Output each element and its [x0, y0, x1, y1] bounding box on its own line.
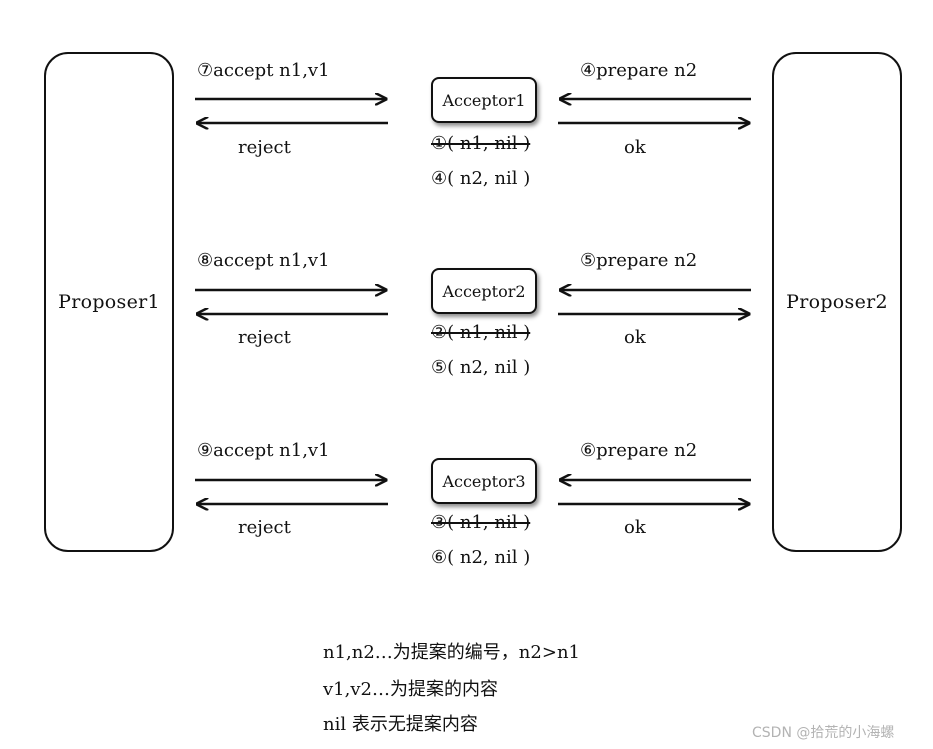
proposer1-box: Proposer1: [44, 52, 174, 552]
acceptor2-box: Acceptor2: [431, 268, 537, 314]
old-state-1: ①( n1, nil ): [431, 133, 531, 154]
note-line-1: n1,n2…为提案的编号，n2>n1: [323, 642, 580, 663]
acceptor1-box: Acceptor1: [431, 77, 537, 123]
accept-label-3: ⑨accept n1,v1: [197, 440, 330, 461]
old-state-3: ③( n1, nil ): [431, 512, 531, 533]
prepare-label-3: ⑥prepare n2: [580, 440, 698, 461]
prepare-label-1: ④prepare n2: [580, 60, 698, 81]
reject-label-3: reject: [238, 517, 291, 538]
accept-label-1: ⑦accept n1,v1: [197, 60, 330, 81]
new-state-1: ④( n2, nil ): [431, 168, 531, 189]
acceptor3-box: Acceptor3: [431, 458, 537, 504]
reject-label-1: reject: [238, 137, 291, 158]
old-state-2: ②( n1, nil ): [431, 322, 531, 343]
note-line-3: nil 表示无提案内容: [323, 714, 478, 735]
proposer2-label: Proposer2: [786, 291, 888, 313]
ok-label-3: ok: [624, 517, 646, 538]
proposer1-label: Proposer1: [58, 291, 160, 313]
acceptor2-label: Acceptor2: [442, 281, 526, 301]
ok-label-1: ok: [624, 137, 646, 158]
proposer2-box: Proposer2: [772, 52, 902, 552]
new-state-2: ⑤( n2, nil ): [431, 357, 531, 378]
watermark: CSDN @拾荒的小海螺: [752, 725, 895, 741]
ok-label-2: ok: [624, 327, 646, 348]
new-state-3: ⑥( n2, nil ): [431, 547, 531, 568]
accept-label-2: ⑧accept n1,v1: [197, 250, 330, 271]
acceptor1-label: Acceptor1: [442, 90, 526, 110]
acceptor3-label: Acceptor3: [442, 471, 526, 491]
prepare-label-2: ⑤prepare n2: [580, 250, 698, 271]
note-line-2: v1,v2…为提案的内容: [323, 679, 498, 700]
reject-label-2: reject: [238, 327, 291, 348]
